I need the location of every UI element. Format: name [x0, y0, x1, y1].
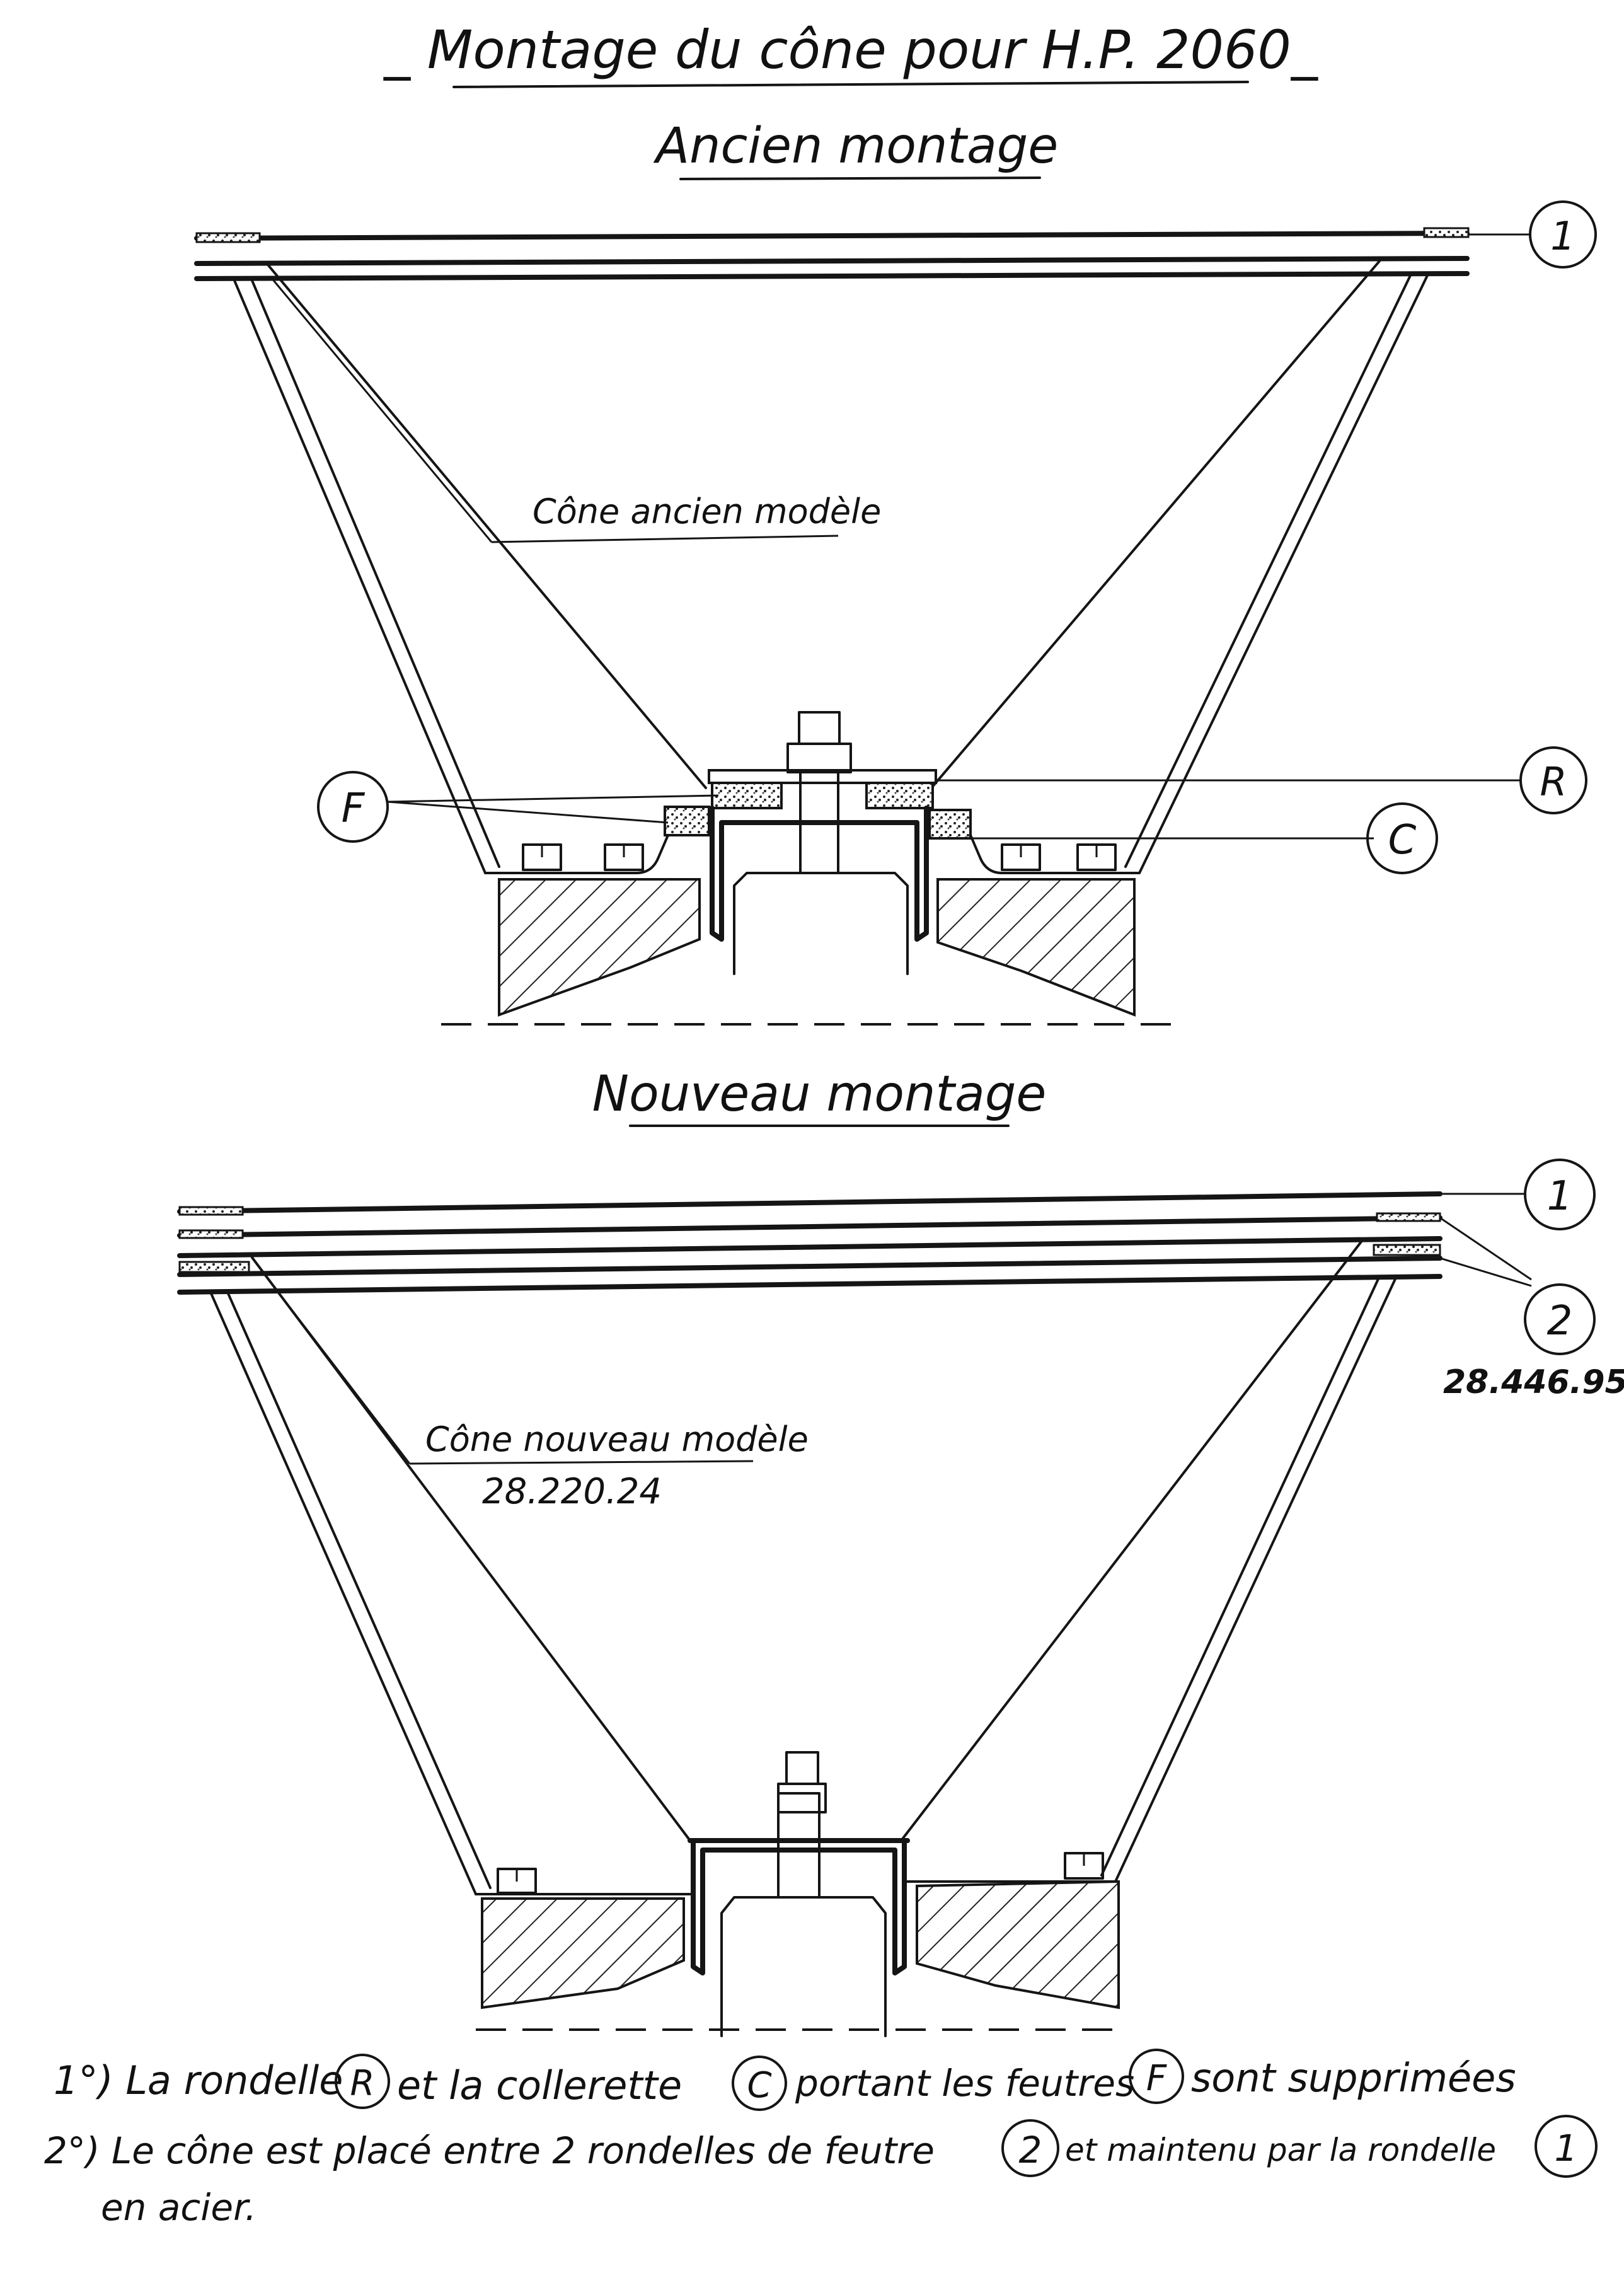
note1-marker-f-circle	[1129, 2049, 1184, 2104]
note1-marker-f: F	[1146, 2058, 1167, 2099]
old-cone-right	[930, 259, 1381, 789]
new-felt-end-left-2	[178, 1261, 250, 1273]
new-frame-left-inner	[227, 1292, 492, 1889]
old-leader-f-2	[387, 801, 669, 824]
old-assembly: Ancien montage	[194, 118, 1597, 1026]
old-magnet-left	[498, 878, 701, 1017]
old-washer-r	[708, 769, 937, 784]
new-pole-piece	[720, 1896, 887, 2037]
new-cone-rim	[177, 1236, 1443, 1258]
new-frame-left-outer	[210, 1292, 477, 1895]
new-frame-right-outer	[1114, 1276, 1397, 1883]
new-part-ref: 28.446.95	[1443, 1363, 1624, 1401]
title-underline	[452, 81, 1249, 88]
old-felt-right	[928, 809, 972, 840]
old-cone-left	[267, 263, 707, 789]
old-felt-r-left	[711, 782, 783, 809]
note2-marker-1-circle	[1535, 2115, 1598, 2178]
new-leader-2a	[1439, 1217, 1532, 1281]
new-cone-ref: 28.220.24	[482, 1471, 662, 1512]
old-felt-r-right	[865, 782, 934, 809]
old-frame-right-inner	[1124, 274, 1412, 868]
new-leader-cone-2	[263, 1274, 411, 1464]
new-cone-right	[900, 1240, 1362, 1842]
note1-text-3: portant les feutres	[795, 2062, 1134, 2105]
old-marker-c: C	[1366, 802, 1438, 874]
old-marker-1: 1	[1529, 200, 1597, 269]
new-cone-label: Cône nouveau modèle	[425, 1420, 809, 1459]
old-heading-underline	[679, 176, 1041, 180]
old-washer-end-right	[1423, 227, 1470, 238]
page-title: _ Montage du cône pour H.P. 2060_	[383, 19, 1318, 81]
note1-marker-c-circle	[732, 2056, 787, 2111]
new-felt-end-left-1	[178, 1229, 244, 1239]
new-marker-2: 2	[1524, 1283, 1596, 1355]
new-leader-2b	[1439, 1257, 1532, 1287]
svg-text:2: 2	[1547, 1298, 1573, 1345]
old-collar	[710, 806, 929, 942]
note2-text-2: et maintenu par la rondelle	[1065, 2132, 1496, 2168]
old-frame-left-outer	[233, 279, 487, 874]
note1-text-1: 1°) La rondelle	[54, 2057, 343, 2103]
old-frame-right-outer	[1138, 274, 1429, 874]
old-pole-piece	[733, 872, 909, 975]
old-heading: Ancien montage	[653, 118, 1059, 175]
old-leader-cone	[491, 535, 839, 543]
note1-text-4: sont supprimées	[1191, 2055, 1516, 2101]
new-felt-washer-1	[177, 1215, 1443, 1238]
note1-marker-c: C	[747, 2065, 771, 2106]
new-bolt-shaft	[777, 1792, 821, 1899]
old-leader-f-1	[387, 794, 719, 803]
old-flange-right	[928, 834, 1141, 874]
old-marker-f: F	[317, 771, 389, 843]
note2-marker-1: 1	[1555, 2127, 1578, 2170]
old-rim-line-2	[194, 271, 1470, 281]
new-magnet-left	[481, 1897, 685, 2010]
old-leader-cone-2	[270, 277, 493, 543]
note1-text-2: et la collerette	[397, 2062, 682, 2108]
note3-text: en acier.	[101, 2186, 256, 2229]
svg-text:F: F	[342, 785, 366, 832]
new-bolt-head	[785, 1751, 819, 1785]
old-magnet-right	[936, 878, 1136, 1017]
new-steel-washer	[177, 1191, 1443, 1214]
new-felt-end-right-1	[1376, 1212, 1441, 1222]
old-marker-r: R	[1519, 746, 1587, 814]
svg-text:C: C	[1388, 817, 1417, 864]
svg-text:R: R	[1540, 759, 1567, 805]
svg-text:1: 1	[1547, 1173, 1573, 1220]
old-steel-washer	[194, 231, 1470, 241]
new-heading: Nouveau montage	[592, 1066, 1047, 1123]
note2-text-1: 2°) Le cône est placé entre 2 rondelles …	[44, 2129, 935, 2172]
old-bolt-head	[798, 711, 841, 745]
new-marker-1: 1	[1524, 1159, 1596, 1230]
old-rim-line-1	[194, 256, 1470, 266]
new-washer-end-left	[178, 1206, 244, 1216]
new-felt-end-right-2	[1373, 1244, 1441, 1256]
new-magnet-right	[916, 1880, 1120, 2010]
old-bolt-nut	[786, 743, 852, 773]
new-frame-right-inner	[1100, 1276, 1380, 1877]
old-washer-end-left	[195, 232, 261, 243]
new-felt-washer-2	[177, 1256, 1443, 1277]
new-leader-cone	[409, 1460, 754, 1465]
old-cone-label: Cône ancien modèle	[533, 492, 881, 531]
new-collar	[691, 1838, 907, 1975]
note2-marker-2-circle	[1001, 2119, 1059, 2177]
old-flange-left	[484, 834, 710, 874]
note2-marker-2: 2	[1019, 2129, 1042, 2171]
note1-marker-r-circle	[335, 2054, 390, 2109]
note1-marker-r: R	[350, 2063, 375, 2104]
notes: 1°) La rondelle R et la collerette C por…	[44, 2049, 1598, 2229]
old-frame-left-inner	[251, 279, 500, 868]
svg-text:1: 1	[1550, 213, 1575, 259]
old-felt-left	[664, 806, 710, 836]
new-assembly: Nouveau montage	[177, 1066, 1624, 2037]
new-frame-rim	[177, 1274, 1443, 1295]
